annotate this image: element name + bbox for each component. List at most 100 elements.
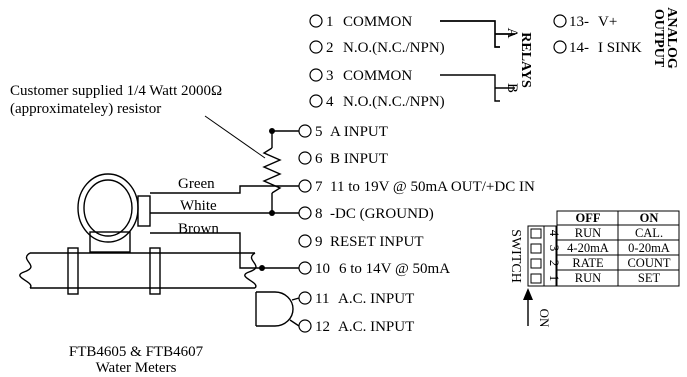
green-wire-label: Green <box>178 176 215 192</box>
terminal-8-number: 8 <box>315 206 323 222</box>
pipe-left-end <box>19 252 32 289</box>
terminal-11-label: A.C. INPUT <box>338 291 414 307</box>
terminal-2-circle <box>309 40 323 54</box>
relay-b-letter: B <box>504 83 520 93</box>
relay-a-bracket-line <box>440 20 500 48</box>
terminal-10-circle <box>298 261 312 275</box>
meter-label-line2: Water Meters <box>96 360 177 376</box>
input-terminal-group: 5 A INPUT 6 B INPUT 7 11 to 19V @ 50mA O… <box>298 124 535 335</box>
terminal-6-circle <box>298 151 312 165</box>
terminal-4-number: 4 <box>326 94 334 110</box>
dip-switch-body <box>527 225 557 287</box>
terminal-5-label: A INPUT <box>330 124 388 140</box>
resistor-note-line2: (approximateley) resistor <box>10 101 161 117</box>
dip-switch-table: OFF ON RUN CAL. 4-20mA 0-20mA RATE COUNT… <box>508 210 680 328</box>
ac-plug-body <box>256 291 294 327</box>
dip-switch-3-toggle <box>530 243 542 254</box>
meter-head-inner <box>83 179 133 237</box>
terminal-4-label: N.O.(N.C./NPN) <box>343 94 445 110</box>
terminal-12-number: 12 <box>315 319 330 335</box>
terminal-3-circle <box>309 68 323 82</box>
resistor-wiring: Customer supplied 1/4 Watt 2000Ω (approx… <box>10 83 299 271</box>
dip-switch-4-toggle <box>530 228 542 239</box>
terminal-5-circle <box>298 124 312 138</box>
analog-title-line1: ANALOG <box>664 7 679 69</box>
terminal-9-label: RESET INPUT <box>330 234 423 250</box>
switch-3-off: 4-20mA <box>567 241 609 255</box>
coupling-right <box>149 247 161 295</box>
terminal-3-number: 3 <box>326 68 334 84</box>
meter-label-line1: FTB4605 & FTB4607 <box>69 344 204 360</box>
relay-b-bracket-line <box>440 74 500 102</box>
brown-wire-label: Brown <box>178 221 219 237</box>
meter-neck <box>89 231 131 253</box>
relay-a-letter: A <box>504 28 520 39</box>
terminal-11-circle <box>298 291 312 305</box>
switch-4-off: RUN <box>575 226 601 240</box>
terminal-13-circle <box>553 14 567 28</box>
white-wire-label: White <box>180 198 217 214</box>
terminal-1-circle <box>309 14 323 28</box>
switch-header-on: ON <box>640 211 659 225</box>
dip-switch-2-number: 2 <box>547 260 562 267</box>
terminal-7-label: 11 to 19V @ 50mA OUT/+DC IN <box>330 179 535 195</box>
dip-switch-4-number: 4 <box>547 230 562 237</box>
terminal-6-label: B INPUT <box>330 151 388 167</box>
switch-2-off: RATE <box>572 256 604 270</box>
terminal-9-number: 9 <box>315 234 323 250</box>
switch-1-on: SET <box>638 271 661 285</box>
terminal-10-number: 10 <box>315 261 330 277</box>
relay-terminal-group: 1 COMMON 2 N.O.(N.C./NPN) 3 COMMON 4 N.O… <box>309 14 533 110</box>
terminal-4-circle <box>309 94 323 108</box>
terminal-5-number: 5 <box>315 124 323 140</box>
terminal-13-number: 13- <box>569 14 589 30</box>
ac-plug-symbol <box>255 291 300 327</box>
terminal-11-number: 11 <box>315 291 329 307</box>
on-arrow-label: ON <box>537 309 552 328</box>
terminal-14-label: I SINK <box>598 40 642 56</box>
terminal-3-label: COMMON <box>343 68 412 84</box>
pipe-right-end <box>244 252 257 289</box>
brown-wire <box>150 232 299 269</box>
terminal-12-circle <box>298 319 312 333</box>
terminal-7-circle <box>298 179 312 193</box>
terminal-7-number: 7 <box>315 179 323 195</box>
relays-title: RELAYS <box>518 32 533 88</box>
ac-plug-lead-2 <box>289 319 300 327</box>
green-wire <box>150 185 299 194</box>
switch-1-off: RUN <box>575 271 601 285</box>
terminal-8-label: -DC (GROUND) <box>330 206 434 222</box>
switch-3-on: 0-20mA <box>628 241 670 255</box>
terminal-14-number: 14- <box>569 40 589 56</box>
terminal-13-label: V+ <box>598 14 617 30</box>
terminal-8-circle <box>298 206 312 220</box>
switch-2-on: COUNT <box>627 256 670 270</box>
resistor-symbol <box>262 147 282 194</box>
terminal-2-label: N.O.(N.C./NPN) <box>343 40 445 56</box>
resistor-note-line1: Customer supplied 1/4 Watt 2000Ω <box>10 83 222 99</box>
terminal-10-label: 6 to 14V @ 50mA <box>339 261 450 277</box>
ac-plug-lead-1 <box>291 297 300 301</box>
terminal-1-number: 1 <box>326 14 334 30</box>
terminal-2-number: 2 <box>326 40 334 56</box>
terminal-14-circle <box>553 40 567 54</box>
dip-switch-1-toggle <box>530 273 542 284</box>
coupling-left <box>67 247 79 295</box>
terminal-12-label: A.C. INPUT <box>338 319 414 335</box>
meter-connector <box>137 195 151 227</box>
switch-title: SWITCH <box>508 229 523 283</box>
resistor-note-pointer <box>204 115 266 159</box>
dip-switch-3-number: 3 <box>547 245 562 252</box>
on-arrow-head <box>523 288 533 300</box>
node-terminal-10 <box>259 265 265 271</box>
terminal-6-number: 6 <box>315 151 323 167</box>
terminal-1-label: COMMON <box>343 14 412 30</box>
pipe-body <box>30 252 255 289</box>
analog-title-line2: OUTPUT <box>651 9 666 68</box>
switch-4-on: CAL. <box>635 226 663 240</box>
dip-switch-1-number: 1 <box>547 275 562 282</box>
dip-switch-2-toggle <box>530 258 542 269</box>
analog-output-group: 13- V+ 14- I SINK ANALOG OUTPUT <box>553 7 679 69</box>
water-meter-illustration: FTB4605 & FTB4607 Water Meters <box>19 173 257 376</box>
